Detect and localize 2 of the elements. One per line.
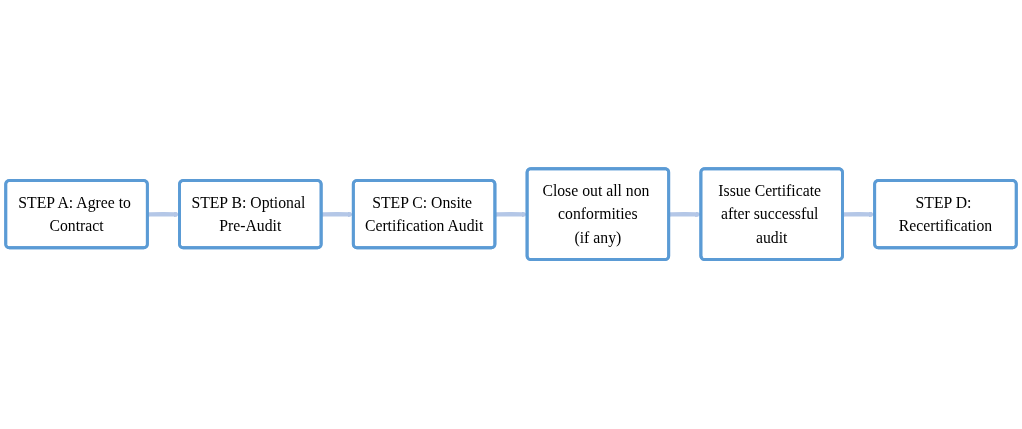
arrow (321, 211, 354, 218)
arrow (495, 211, 528, 218)
